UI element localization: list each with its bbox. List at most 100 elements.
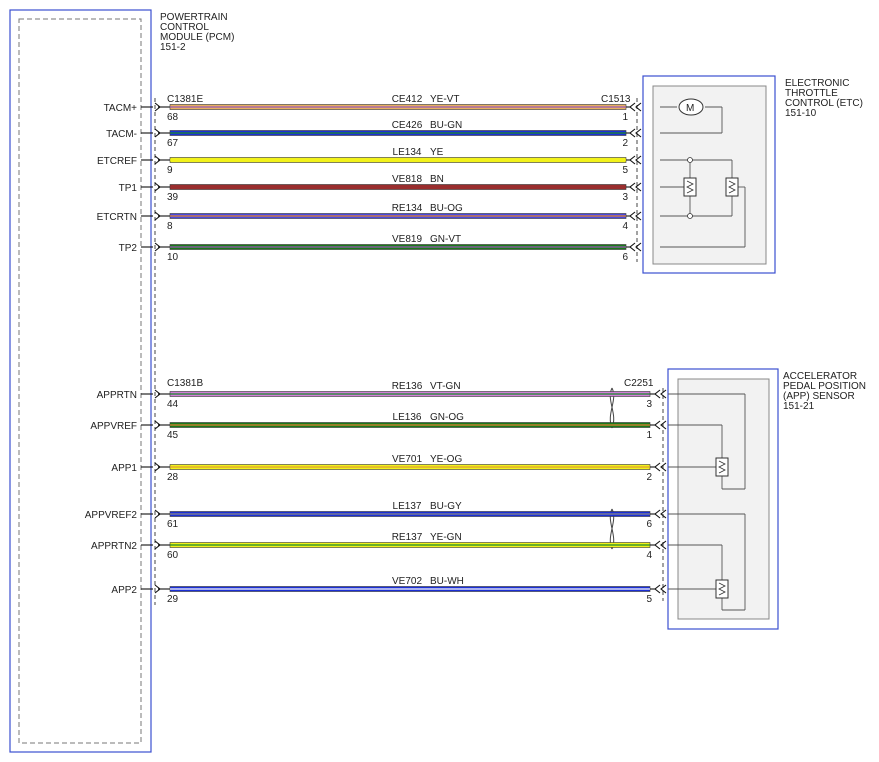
component-pin-number: 6 (622, 252, 628, 263)
pcm-pin-number: 61 (167, 519, 179, 530)
signal-label: TP1 (119, 183, 138, 194)
signal-label: TACM+ (104, 103, 138, 114)
pcm-pin-number: 67 (167, 138, 179, 149)
circuit-row: TACM- 67 CE426 BU-GN 2 (106, 120, 642, 149)
motor-symbol: M (686, 103, 694, 114)
component-pin-number: 6 (646, 519, 652, 530)
circuit-id: CE426 (392, 120, 423, 131)
circuit-row: ETCREF 9 LE134 YE 5 (97, 147, 642, 176)
circuit-id: VE701 (392, 454, 422, 465)
etc-title: ELECTRONIC THROTTLE CONTROL (ETC) 151-10 (785, 78, 863, 119)
tp2-sensor-icon (725, 177, 739, 197)
circuit-row: TP2 10 VE819 GN-VT 6 (119, 234, 642, 263)
component-pin-number: 4 (622, 221, 628, 232)
circuit-id: VE702 (392, 576, 422, 587)
signal-label: APPRTN (97, 390, 137, 401)
wire-color-code: YE-GN (430, 532, 462, 543)
pcm-module-box (9, 9, 152, 753)
signal-label: TP2 (119, 243, 138, 254)
pcm-pin-number: 8 (167, 221, 173, 232)
circuit-id: VE818 (392, 174, 422, 185)
pcm-title-line: MODULE (PCM) (160, 32, 234, 43)
circuit-row: ETCRTN 8 RE134 BU-OG 4 (97, 203, 642, 232)
wire-color-code: GN-VT (430, 234, 461, 245)
wire-color-code: BU-OG (430, 203, 463, 214)
component-pin-number: 5 (622, 165, 628, 176)
etc-title-line: ELECTRONIC (785, 78, 849, 89)
pcm-title: POWERTRAIN CONTROL MODULE (PCM) 151-2 (160, 12, 234, 53)
pcm-pin-number: 29 (167, 594, 179, 605)
app-title: ACCELERATOR PEDAL POSITION (APP) SENSOR … (783, 371, 866, 412)
wire-color-code: YE-OG (430, 454, 462, 465)
pcm-pin-number: 39 (167, 192, 179, 203)
wire-color-code: VT-GN (430, 381, 461, 392)
signal-label: APPRTN2 (91, 541, 137, 552)
pcm-pin-number: 45 (167, 430, 179, 441)
app-internal-wiring (668, 393, 746, 611)
etc-title-line: 151-10 (785, 108, 817, 119)
circuit-id: RE134 (392, 203, 423, 214)
signal-label: TACM- (106, 129, 137, 140)
component-pin-number: 2 (622, 138, 628, 149)
etc-module-inner (652, 85, 767, 265)
signal-label: APPVREF2 (85, 510, 138, 521)
app-title-line: (APP) SENSOR (783, 391, 855, 402)
pcm-pin-number: 9 (167, 165, 173, 176)
circuit-row: TP1 39 VE818 BN 3 (119, 174, 642, 203)
component-pin-number: 3 (646, 399, 652, 410)
component-pin-number: 3 (622, 192, 628, 203)
circuit-id: RE137 (392, 532, 423, 543)
signal-label: ETCREF (97, 156, 137, 167)
pcm-title-line: POWERTRAIN (160, 12, 228, 23)
component-pin-number: 4 (646, 550, 652, 561)
circuit-row: APPRTN2 60 RE137 YE-GN 4 (91, 532, 667, 561)
component-pin-number: 1 (646, 430, 652, 441)
wire-color-code: GN-OG (430, 412, 464, 423)
pcm-connector-top-label: C1381E (167, 94, 203, 105)
etc-title-line: THROTTLE (785, 88, 838, 99)
pcm-pin-number: 60 (167, 550, 179, 561)
circuit-id: LE136 (393, 412, 422, 423)
circuit-id: CE412 (392, 94, 423, 105)
app2-sensor-icon (715, 579, 729, 599)
circuit-row: APPVREF2 61 LE137 BU-GY 6 (85, 501, 667, 530)
wire-color-code: BN (430, 174, 444, 185)
wire-color-code: BU-GN (430, 120, 462, 131)
app-connector-label: C2251 (624, 378, 654, 389)
circuit-id: LE137 (393, 501, 422, 512)
circuit-id: RE136 (392, 381, 423, 392)
wire-color-code: BU-GY (430, 501, 462, 512)
circuit-row: APPRTN 44 RE136 VT-GN 3 (97, 381, 667, 410)
app-sensor-box (667, 368, 779, 630)
app-title-line: ACCELERATOR (783, 371, 857, 382)
etc-module-box (642, 75, 776, 274)
pcm-pin-number: 68 (167, 112, 179, 123)
tp1-sensor-icon (683, 177, 697, 197)
wire-color-code: YE-VT (430, 94, 459, 105)
component-pin-number: 5 (646, 594, 652, 605)
signal-label: ETCRTN (97, 212, 137, 223)
pcm-pin-number: 44 (167, 399, 179, 410)
pcm-connector-bottom-label: C1381B (167, 378, 203, 389)
app-sensor-inner (677, 378, 770, 620)
pcm-pin-number: 10 (167, 252, 179, 263)
etc-title-line: CONTROL (ETC) (785, 98, 863, 109)
app-title-line: PEDAL POSITION (783, 381, 866, 392)
etc-connector-label: C1513 (601, 94, 631, 105)
pcm-title-line: 151-2 (160, 42, 186, 53)
circuit-id: VE819 (392, 234, 422, 245)
signal-label: APP2 (111, 585, 137, 596)
circuit-id: LE134 (393, 147, 422, 158)
app-title-line: 151-21 (783, 401, 815, 412)
signal-label: APP1 (111, 463, 137, 474)
pcm-pin-number: 28 (167, 472, 179, 483)
etc-internal-wiring (660, 106, 746, 248)
wire-color-code: YE (430, 147, 444, 158)
component-pin-number: 1 (622, 112, 628, 123)
